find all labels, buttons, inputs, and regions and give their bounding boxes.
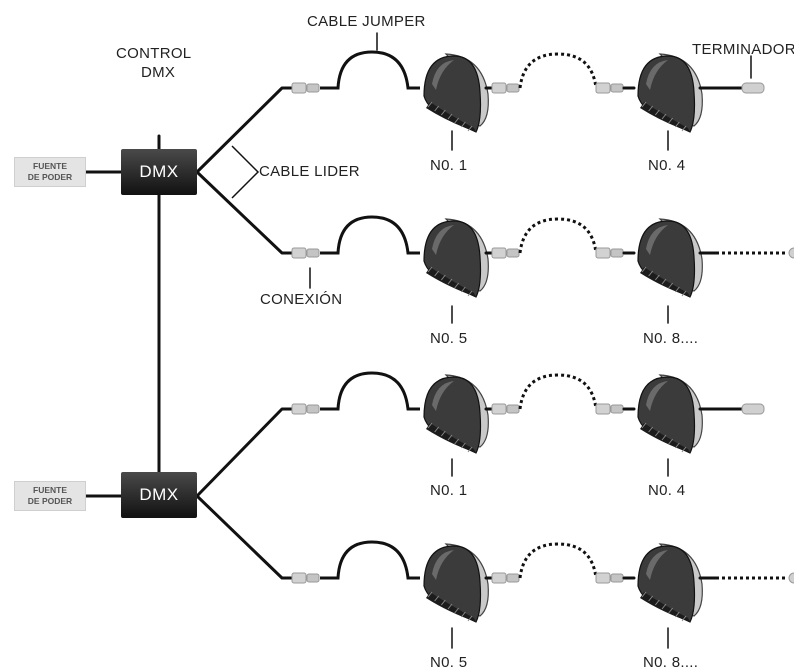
jumper-cable-dotted [518, 373, 598, 410]
power-supply-label-line2: DE PODER [27, 496, 73, 506]
connector-icon [291, 572, 320, 584]
terminator-icon [741, 82, 765, 94]
dmx-controller-top: DMX [121, 149, 197, 195]
fixture-icon [423, 218, 489, 298]
fixture-number: N0. 5 [430, 654, 468, 671]
terminador-label: TERMINADOR [692, 41, 794, 58]
fixture-number: N0. 5 [430, 330, 468, 347]
connector-icon [291, 247, 320, 259]
leader-cable [195, 407, 292, 498]
connector-icon [491, 82, 520, 94]
control-dmx-label-line2: DMX [141, 64, 176, 81]
fixture-icon [423, 53, 489, 133]
control-dmx-label-line1: CONTROL [116, 45, 192, 62]
fixture-number: N0. 4 [648, 157, 686, 174]
fixture-icon [637, 53, 703, 133]
power-supply-label-line1: FUENTE [33, 161, 67, 171]
leader-cable [195, 494, 292, 580]
leader-cable [195, 170, 292, 255]
fixture-number: N0. 1 [430, 157, 468, 174]
connector-icon [491, 247, 520, 259]
connector-icon [788, 572, 794, 584]
fixture-number: N0. 4 [648, 482, 686, 499]
connector-icon [595, 572, 624, 584]
jumper-cable-dotted [518, 217, 598, 254]
fixture-icon [637, 543, 703, 623]
leader-cable [195, 86, 292, 174]
cable-lider-bracket [231, 145, 260, 199]
jumper-cable-dotted [518, 52, 598, 89]
connector-icon [491, 572, 520, 584]
jumper-cable [320, 50, 420, 90]
power-supply-top: FUENTE DE PODER [14, 157, 86, 187]
conexion-label: CONEXIÓN [260, 291, 343, 308]
dmx-controller-label: DMX [139, 162, 179, 181]
fixture-number: N0. 1 [430, 482, 468, 499]
power-supply-bottom: FUENTE DE PODER [14, 481, 86, 511]
fixture-icon [423, 374, 489, 454]
cable-lider-label: CABLE LIDER [259, 163, 360, 180]
fixture-number: N0. 8.... [643, 330, 699, 347]
connector-icon [595, 403, 624, 415]
connector-icon [291, 82, 320, 94]
fixture-icon [637, 374, 703, 454]
dmx-controller-label: DMX [139, 485, 179, 504]
jumper-cable-dotted [518, 542, 598, 579]
jumper-cable [320, 215, 420, 255]
terminator-icon [741, 403, 765, 415]
fixture-icon [423, 543, 489, 623]
jumper-cable [320, 371, 420, 411]
connector-icon [595, 82, 624, 94]
connector-icon [595, 247, 624, 259]
connector-icon [491, 403, 520, 415]
fixture-number: N0. 8.... [643, 654, 699, 671]
power-supply-label-line2: DE PODER [27, 172, 73, 182]
dmx-controller-bottom: DMX [121, 472, 197, 518]
fixture-icon [637, 218, 703, 298]
connector-icon [291, 403, 320, 415]
connector-icon [788, 247, 794, 259]
jumper-cable [320, 540, 420, 580]
power-supply-label-line1: FUENTE [33, 485, 67, 495]
cable-jumper-label: CABLE JUMPER [307, 13, 426, 30]
